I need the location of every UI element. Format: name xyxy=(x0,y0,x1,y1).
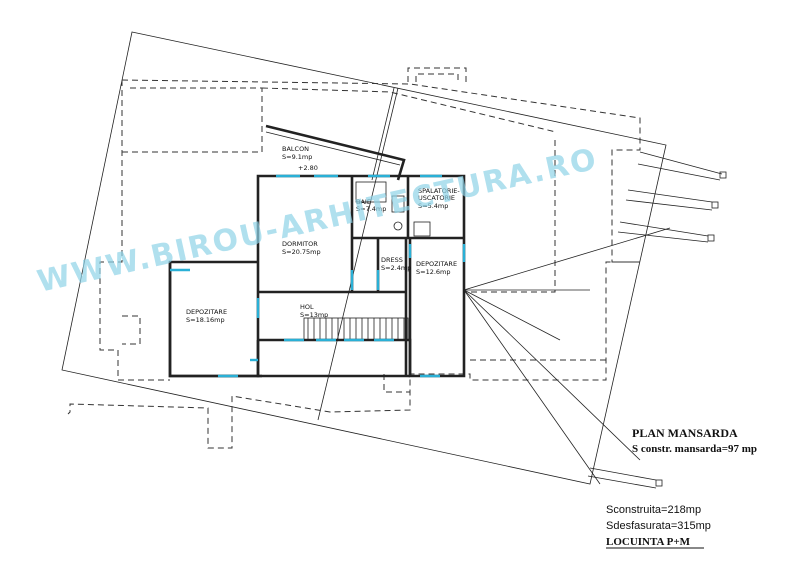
room-depozitare-left: DEPOZITARE S=18.16mp xyxy=(186,308,227,324)
room-baie-name: BAIE xyxy=(356,198,371,206)
room-hol: HOL S=13mp xyxy=(300,303,328,319)
dashed-chimney-2 xyxy=(415,73,459,84)
room-baie-area: S=7.4mp xyxy=(356,205,386,213)
room-spalatorie-name-2: USCATORIE xyxy=(418,194,455,202)
plan-area-line: S constr. mansarda=97 mp xyxy=(632,443,757,455)
dashed-step xyxy=(383,374,410,393)
room-hol-area: S=13mp xyxy=(300,311,328,319)
room-hol-name: HOL xyxy=(300,303,314,311)
room-depozitare-left-area: S=18.16mp xyxy=(186,316,225,324)
roof-outline xyxy=(61,31,667,485)
room-baie: BAIE S=7.4mp xyxy=(356,198,386,213)
roof-hip-line xyxy=(371,87,395,181)
ground-floor-dashed-inner-4 xyxy=(261,87,557,133)
room-depozitare-right-name: DEPOZITARE xyxy=(416,260,457,268)
room-dress: DRESS S=2.4mp xyxy=(381,256,411,272)
room-dormitor-name: DORMITOR xyxy=(282,240,318,248)
dashed-chimney xyxy=(407,67,467,84)
room-dormitor-area: S=20.75mp xyxy=(282,248,321,256)
room-dress-area: S=2.4mp xyxy=(381,264,411,272)
summary-sconstruita: Sconstruita=218mp xyxy=(606,504,701,516)
room-balcon-name: BALCON xyxy=(282,145,309,153)
room-dress-name: DRESS xyxy=(381,256,403,264)
room-spalatorie-name-1: SPALATORIE- xyxy=(418,187,460,195)
roof-rays xyxy=(463,227,671,485)
plan-title: PLAN MANSARDA xyxy=(632,426,738,440)
staircase xyxy=(303,317,409,341)
ground-floor-dashed-inner xyxy=(120,87,263,153)
project-name: LOCUINTA P+M xyxy=(606,536,691,548)
wall-stairs-left xyxy=(256,340,410,378)
dashed-bay-left xyxy=(122,315,141,345)
gutter-extensions xyxy=(587,151,727,489)
room-depozitare-left-name: DEPOZITARE xyxy=(186,308,227,316)
bathroom-fixtures xyxy=(355,181,431,237)
ground-floor-dashed-outline xyxy=(67,79,641,449)
roof-ridge-line xyxy=(317,87,399,421)
windows xyxy=(170,174,466,378)
ground-floor-dashed-inner-2 xyxy=(470,140,556,293)
room-depozitare-right-area: S=12.6mp xyxy=(416,268,451,276)
room-spalatorie-area: S=5.4mp xyxy=(418,202,448,210)
room-balcon: BALCON S=9.1mp xyxy=(282,145,312,161)
room-depozitare-right: DEPOZITARE S=12.6mp xyxy=(416,260,457,276)
room-dormitor: DORMITOR S=20.75mp xyxy=(282,240,321,256)
summary-sdesfasurata: Sdesfasurata=315mp xyxy=(606,520,711,532)
room-balcon-area: S=9.1mp xyxy=(282,153,312,161)
level-marker: +2.80 xyxy=(298,164,318,172)
balcony-inner xyxy=(265,131,401,166)
ground-floor-dashed-outline-2 xyxy=(99,80,170,381)
room-spalatorie: SPALATORIE- USCATORIE S=5.4mp xyxy=(418,187,460,210)
balcony-outline xyxy=(265,124,406,181)
